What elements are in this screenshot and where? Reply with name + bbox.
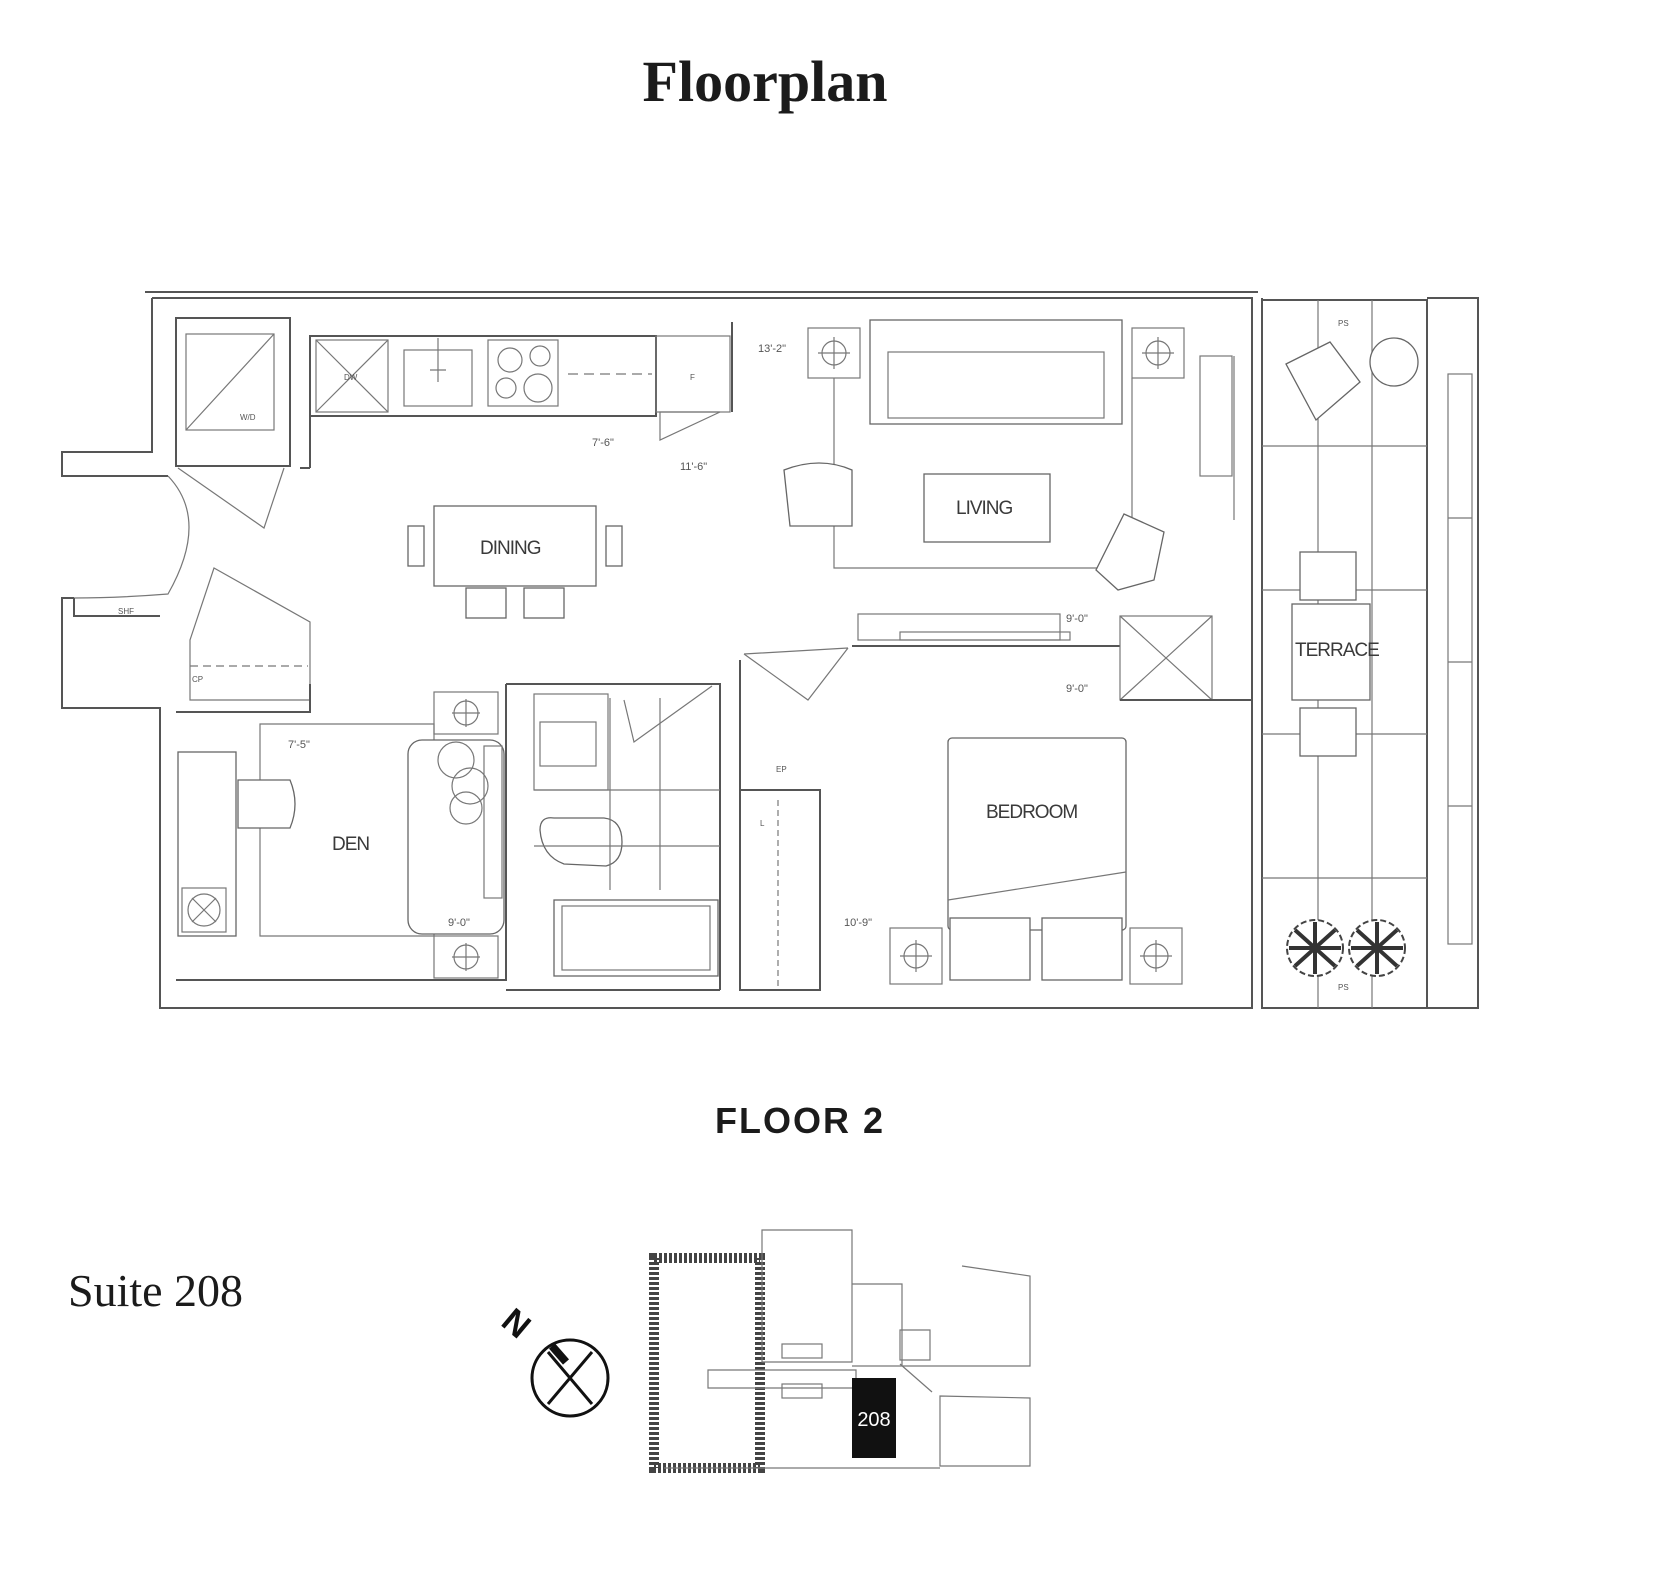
room-label-living: LIVING <box>956 498 1013 519</box>
linen-label: L <box>760 819 765 828</box>
den-room: DEN <box>176 684 507 981</box>
north-label: N <box>494 1301 537 1346</box>
dw-label: DW <box>344 373 358 382</box>
shf-label: SHF <box>118 607 134 616</box>
ep-label: EP <box>776 765 787 774</box>
room-label-bedroom: BEDROOM <box>986 802 1077 823</box>
cp-label: CP <box>192 675 203 684</box>
dim-bedroom-lower: 9'-0" <box>1066 683 1088 695</box>
key-plan: 208 <box>649 1229 1031 1473</box>
exterior-walls <box>61 291 1263 1009</box>
room-label-dining: DINING <box>480 538 541 559</box>
page-title: Floorplan <box>642 49 888 114</box>
bedroom-room: BEDROOM <box>743 613 1252 985</box>
shelf-closet: SHF CP <box>73 567 311 701</box>
planter-left <box>1286 919 1344 977</box>
dining-table: DINING <box>407 505 623 619</box>
dim-living-depth: 11'-6" <box>680 461 707 473</box>
kitchen-counter: DW F <box>300 322 733 469</box>
laundry-closet: W/D <box>73 317 291 599</box>
suite-label: Suite 208 <box>68 1265 244 1316</box>
room-label-terrace: TERRACE <box>1295 640 1379 661</box>
room-label-den: DEN <box>332 834 369 855</box>
wd-label: W/D <box>240 413 256 422</box>
living-area: LIVING <box>783 319 1235 591</box>
dim-kitchen: 7'-6" <box>592 437 614 449</box>
bathroom <box>506 683 721 991</box>
dim-den-depth: 7'-5" <box>288 739 310 751</box>
linen-closet: EP L <box>739 660 821 991</box>
dim-bedroom-width: 10'-9" <box>844 917 872 929</box>
dim-living-width: 13'-2" <box>758 343 786 355</box>
planter-label-top: PS <box>1338 319 1349 328</box>
planter-right <box>1348 919 1406 977</box>
dimension-labels: 7'-6" 13'-2" 11'-6" 7'-5" 9'-0" 10'-9" 9… <box>288 343 1088 929</box>
dim-den-width: 9'-0" <box>448 917 470 929</box>
key-plan-unit-number: 208 <box>857 1409 890 1431</box>
north-compass: N <box>494 1301 610 1418</box>
floor-label: FLOOR 2 <box>714 1100 885 1141</box>
terrace-area: PS PS TERRACE <box>1261 297 1479 1009</box>
fridge-label: F <box>690 373 695 382</box>
dim-bedroom-upper: 9'-0" <box>1066 613 1088 625</box>
planter-label-bottom: PS <box>1338 983 1349 992</box>
